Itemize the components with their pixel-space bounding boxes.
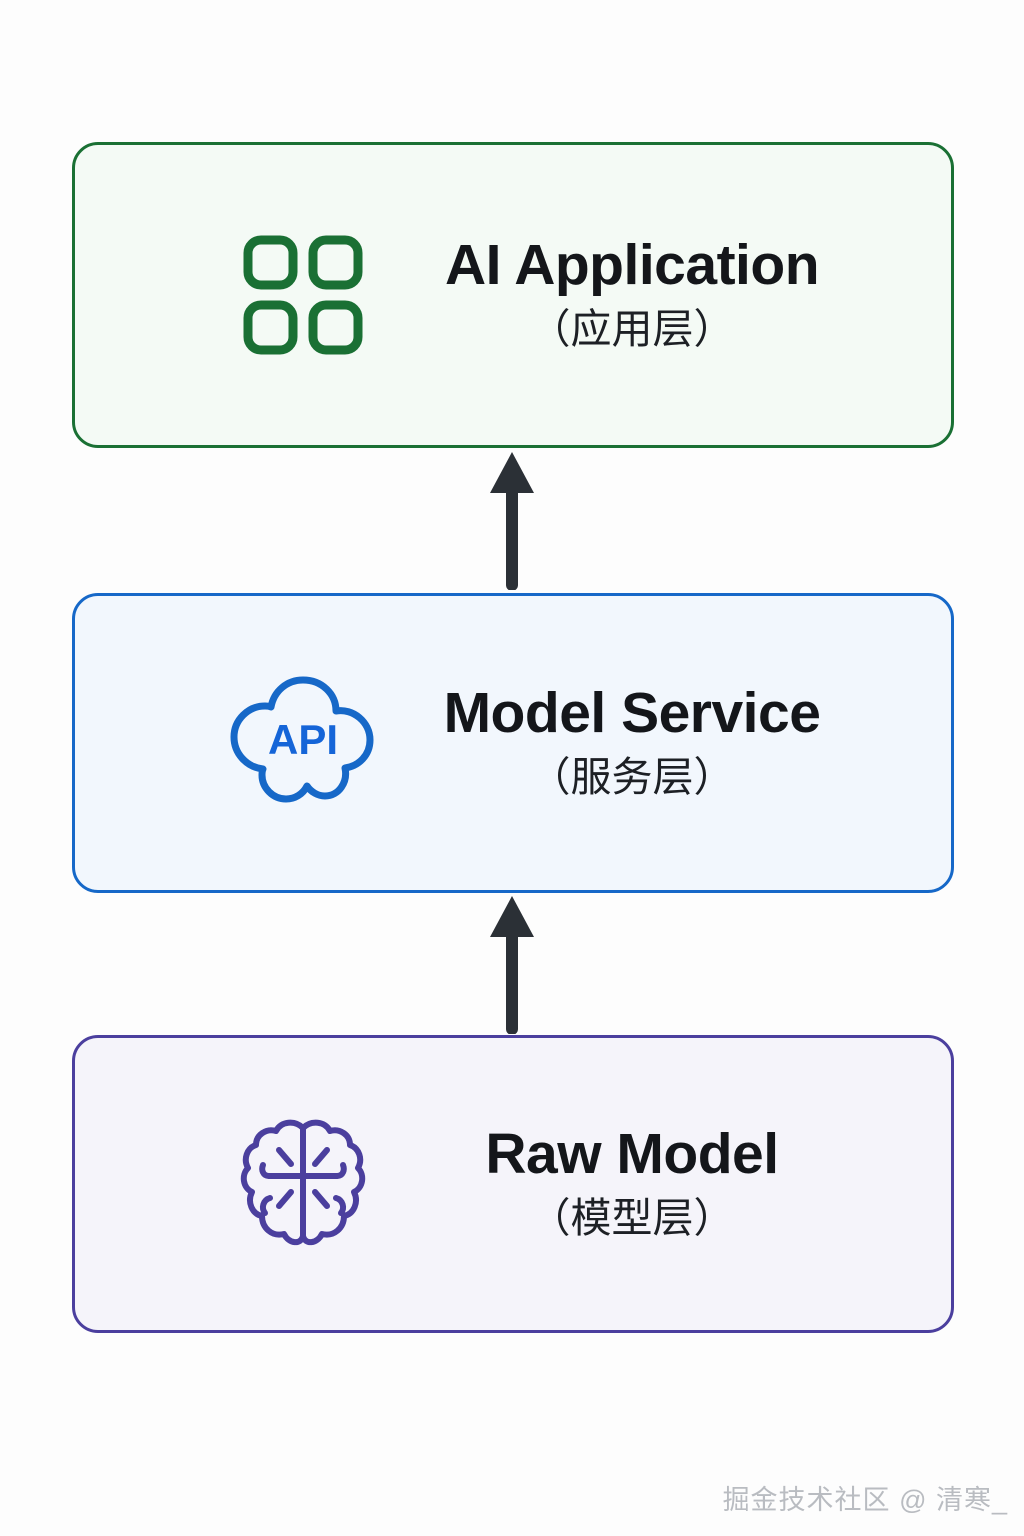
watermark-text: 掘金技术社区 @ 清寒_ — [722, 1485, 1008, 1515]
grid-apps-icon — [203, 232, 403, 358]
layer-subtitle-model: （模型层） — [529, 1194, 735, 1241]
layer-text-application: AI Application （应用层） — [403, 235, 951, 355]
cloud-api-label: API — [268, 716, 338, 763]
layer-card-model[interactable]: Raw Model （模型层） — [72, 1035, 954, 1333]
layer-title-service: Model Service — [443, 681, 821, 746]
layer-card-service[interactable]: API Model Service （服务层） — [72, 593, 954, 893]
arrow-model-to-service — [489, 896, 535, 1035]
cloud-api-icon: API — [203, 670, 403, 816]
layer-title-model: Raw Model — [485, 1122, 779, 1187]
layer-text-model: Raw Model （模型层） — [403, 1124, 951, 1244]
layer-title-application: AI Application — [444, 233, 820, 298]
layer-subtitle-application: （应用层） — [529, 305, 735, 352]
layer-subtitle-service: （服务层） — [529, 753, 735, 800]
layer-card-application[interactable]: AI Application （应用层） — [72, 142, 954, 448]
layer-text-service: Model Service （服务层） — [403, 683, 951, 803]
arrow-service-to-application — [489, 452, 535, 591]
brain-icon — [203, 1114, 403, 1254]
